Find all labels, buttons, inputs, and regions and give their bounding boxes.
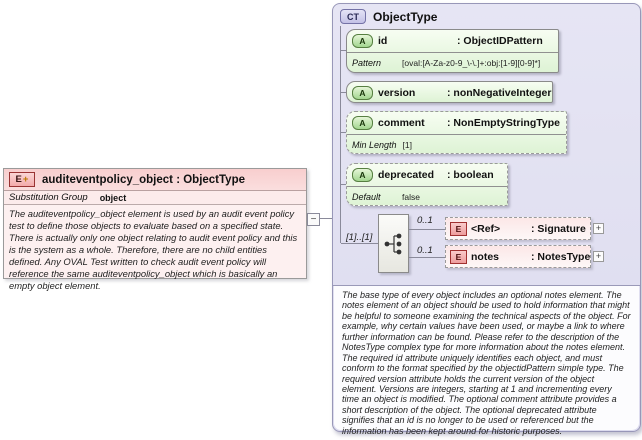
stub-line	[341, 92, 348, 93]
attribute-type: : boolean	[447, 169, 494, 181]
collapse-toggle[interactable]: −	[307, 213, 320, 226]
attribute-icon: A	[352, 34, 373, 48]
facet-value: false	[402, 191, 420, 202]
complextype-header: CT ObjectType	[333, 4, 640, 24]
complextype-description: The base type of every object includes a…	[334, 286, 639, 436]
attribute-type: : nonNegativeInteger	[447, 87, 552, 99]
stub-line	[341, 184, 348, 185]
facet-row: Default false	[347, 186, 507, 206]
divider	[333, 285, 640, 286]
minus-icon: −	[310, 213, 317, 225]
cardinality-label: 0..1	[417, 215, 433, 226]
facet-value: [1]	[402, 139, 412, 150]
element-box-notes[interactable]: E notes : NotesType	[445, 245, 591, 268]
attribute-box-comment[interactable]: A comment : NonEmptyStringType Min Lengt…	[346, 111, 567, 154]
attribute-box-deprecated[interactable]: A deprecated : boolean Default false	[346, 163, 508, 206]
element-title: auditeventpolicy_object : ObjectType	[42, 173, 245, 186]
element-name: <Ref>	[471, 222, 501, 235]
attribute-icon: A	[352, 86, 373, 100]
facet-label: Default	[352, 191, 381, 202]
element-type: : Signature	[531, 222, 586, 235]
attribute-box-id[interactable]: A id : ObjectIDPattern Pattern [oval:[A-…	[346, 29, 559, 73]
stub-line	[341, 243, 378, 244]
facet-row: Pattern [oval:[A-Za-z0-9_\-\.]+:obj:[1-9…	[347, 52, 558, 72]
facet-label: Min Length	[352, 139, 397, 150]
attribute-icon: A	[352, 116, 373, 130]
element-box-auditeventpolicy-object[interactable]: E+ auditeventpolicy_object : ObjectType …	[3, 168, 307, 291]
substitution-group-value[interactable]: object	[99, 192, 127, 203]
element-icon: E	[450, 221, 467, 236]
plus-icon: +	[595, 223, 602, 233]
complextype-icon: CT	[340, 9, 366, 24]
complextype-title: ObjectType	[373, 9, 438, 24]
sequence-icon	[384, 233, 401, 254]
complextype-box-objecttype[interactable]: CT ObjectType A id : ObjectIDPattern Pat…	[332, 3, 641, 436]
element-description: The auditeventpolicy_object element is u…	[9, 208, 298, 291]
stub-line	[341, 132, 348, 133]
attribute-icon: A	[352, 168, 373, 182]
sequence-indicator[interactable]	[378, 214, 409, 273]
element-box-ref[interactable]: E <Ref> : Signature	[445, 217, 591, 240]
trunk-line	[340, 26, 341, 243]
attribute-box-version[interactable]: A version : nonNegativeInteger	[346, 81, 553, 103]
facet-value: [oval:[A-Za-z0-9_\-\.]+:obj:[1-9][0-9]*]	[402, 57, 541, 68]
stub-line	[341, 50, 348, 51]
facet-label: Pattern	[352, 57, 382, 68]
plus-icon: +	[595, 251, 602, 261]
child-line	[409, 229, 445, 230]
child-line	[409, 257, 445, 258]
facet-row: Min Length [1]	[347, 134, 566, 154]
element-header[interactable]: E+ auditeventpolicy_object : ObjectType	[4, 169, 306, 191]
expand-button-notes[interactable]: +	[593, 251, 604, 262]
plus-icon: +	[22, 174, 29, 185]
attribute-name: id	[378, 35, 388, 47]
attribute-type: : ObjectIDPattern	[457, 35, 543, 47]
element-name: notes	[471, 250, 500, 263]
attribute-name: comment	[378, 117, 425, 129]
element-type: : NotesType	[531, 250, 591, 263]
substitution-group-row: Substitution Group object	[4, 191, 306, 205]
expand-button-ref[interactable]: +	[593, 223, 604, 234]
substitution-group-label: Substitution Group	[9, 192, 88, 203]
attribute-name: version	[378, 87, 416, 99]
element-icon: E	[450, 249, 467, 264]
cardinality-label: 0..1	[417, 245, 433, 256]
global-element-icon: E+	[9, 172, 35, 187]
attribute-name: deprecated	[378, 169, 435, 181]
cardinality-label: [1]..[1]	[346, 232, 373, 243]
attribute-type: : NonEmptyStringType	[447, 117, 560, 129]
